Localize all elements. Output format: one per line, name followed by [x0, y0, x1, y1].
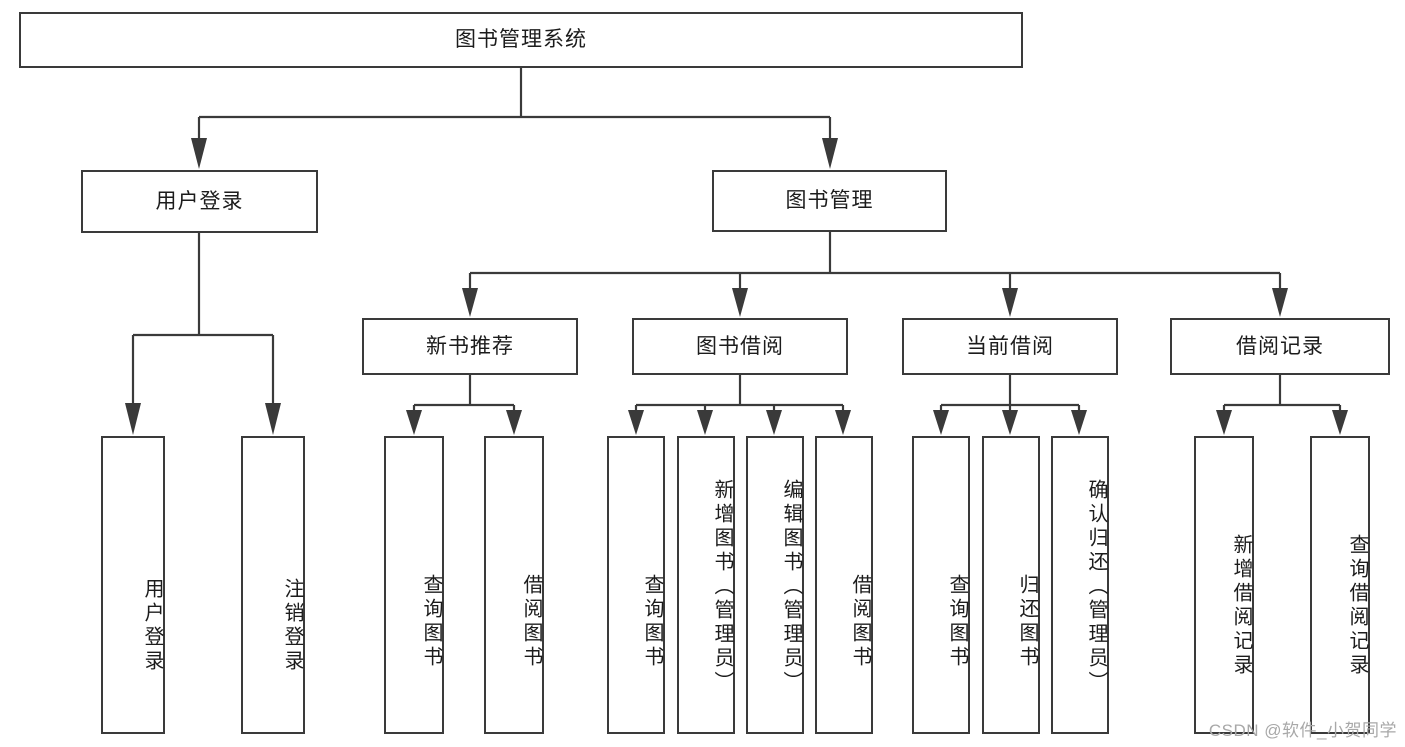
arrow-leaf-query-book-1 [406, 410, 422, 435]
arrow-new-book-recommend [462, 288, 478, 317]
node-leaf-edit-book[interactable]: 编辑图书（管理员） [746, 436, 804, 734]
node-leaf-confirm-return[interactable]: 确认归还（管理员） [1051, 436, 1109, 734]
node-label: 编辑图书（管理员） [780, 479, 802, 695]
node-book-manage[interactable]: 图书管理 [712, 170, 947, 232]
arrow-leaf-add-book [697, 410, 713, 435]
node-label: 注销登录 [281, 578, 303, 674]
csdn-watermark: CSDN @软件_小贺同学 [1208, 721, 1397, 740]
node-label: 用户登录 [155, 189, 244, 213]
node-label: 新书推荐 [426, 334, 514, 358]
node-leaf-logout[interactable]: 注销登录 [241, 436, 305, 734]
node-label: 借阅图书 [849, 574, 871, 670]
arrow-leaf-query-book-2 [628, 410, 644, 435]
arrow-leaf-borrow-book-2 [835, 410, 851, 435]
node-leaf-borrow-book-2[interactable]: 借阅图书 [815, 436, 873, 734]
node-leaf-add-record[interactable]: 新增借阅记录 [1194, 436, 1254, 734]
arrow-leaf-user-login [125, 403, 141, 435]
node-label: 查询借阅记录 [1346, 534, 1368, 678]
node-new-book-recommend[interactable]: 新书推荐 [362, 318, 578, 375]
node-label: 查询图书 [641, 574, 663, 670]
node-leaf-query-book-2[interactable]: 查询图书 [607, 436, 665, 734]
node-borrow-record[interactable]: 借阅记录 [1170, 318, 1390, 375]
node-label: 图书管理 [785, 189, 874, 213]
node-leaf-query-record[interactable]: 查询借阅记录 [1310, 436, 1370, 734]
arrow-book-manage [822, 138, 838, 169]
arrow-leaf-confirm-return [1071, 410, 1087, 435]
node-user-login[interactable]: 用户登录 [81, 170, 318, 233]
node-system-root[interactable]: 图书管理系统 [19, 12, 1023, 68]
arrow-leaf-return-book [1002, 410, 1018, 435]
node-label: 借阅记录 [1236, 334, 1324, 358]
node-current-borrow[interactable]: 当前借阅 [902, 318, 1118, 375]
arrow-current-borrow [1002, 288, 1018, 317]
node-label: 查询图书 [946, 574, 968, 670]
arrow-borrow-record [1272, 288, 1288, 317]
node-label: 确认归还（管理员） [1085, 479, 1107, 695]
node-label: 查询图书 [420, 574, 442, 670]
node-leaf-return-book[interactable]: 归还图书 [982, 436, 1040, 734]
node-label: 图书管理系统 [455, 28, 587, 52]
node-label: 当前借阅 [966, 334, 1054, 358]
node-label: 归还图书 [1016, 574, 1038, 670]
node-label: 新增借阅记录 [1230, 534, 1252, 678]
node-leaf-borrow-book-1[interactable]: 借阅图书 [484, 436, 544, 734]
node-leaf-query-book-1[interactable]: 查询图书 [384, 436, 444, 734]
arrow-leaf-query-record [1332, 410, 1348, 435]
arrow-leaf-add-record [1216, 410, 1232, 435]
arrow-leaf-edit-book [766, 410, 782, 435]
node-label: 图书借阅 [696, 334, 784, 358]
arrow-user-login [191, 138, 207, 169]
node-book-borrow[interactable]: 图书借阅 [632, 318, 848, 375]
node-leaf-query-book-3[interactable]: 查询图书 [912, 436, 970, 734]
arrow-leaf-query-book-3 [933, 410, 949, 435]
node-label: 借阅图书 [520, 574, 542, 670]
arrow-leaf-borrow-book-1 [506, 410, 522, 435]
node-label: 用户登录 [141, 578, 163, 674]
arrow-leaf-logout [265, 403, 281, 435]
arrow-book-borrow [732, 288, 748, 317]
node-leaf-add-book[interactable]: 新增图书（管理员） [677, 436, 735, 734]
node-label: 新增图书（管理员） [711, 479, 733, 695]
node-leaf-user-login[interactable]: 用户登录 [101, 436, 165, 734]
